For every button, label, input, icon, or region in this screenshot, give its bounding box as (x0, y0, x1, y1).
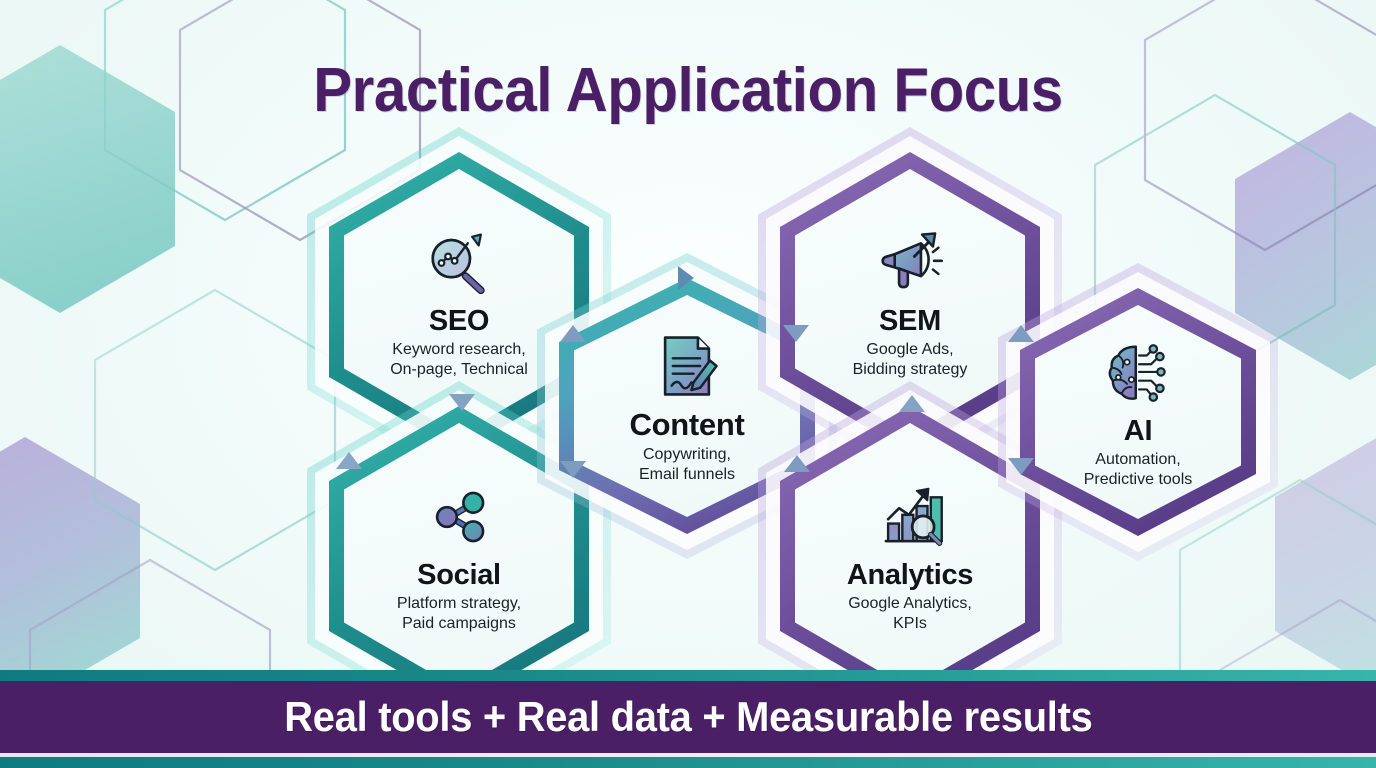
footer-bottom-rule (0, 757, 1376, 768)
document-pen-icon (663, 336, 718, 396)
arrow-seo-to-social-icon (449, 394, 475, 411)
hex-desc-analytics: Google Analytics, KPIs (848, 594, 972, 632)
hex-title-social: Social (417, 559, 501, 592)
hex-desc-content: Copywriting, Email funnels (638, 445, 736, 483)
hex-title-analytics: Analytics (846, 559, 974, 592)
footer-banner: Real tools + Real data + Measurable resu… (0, 670, 1376, 768)
arrow-ai-to-analytics-icon (1008, 458, 1034, 475)
magnifier-trend-icon (431, 233, 485, 295)
page-title: Practical Application Focus (313, 56, 1063, 125)
hex-content: AI Automation, Predictive tools (1035, 305, 1241, 519)
arrow-analytics-to-sem-icon (899, 395, 925, 412)
megaphone-arrow-icon (881, 232, 943, 289)
arrow-loop-left-icon (336, 452, 362, 469)
bg-hex-filled-bottom-right (1275, 438, 1376, 690)
bg-hex-filled-top-left (0, 45, 175, 313)
hex-desc-sem: Google Ads, Bidding strategy (852, 340, 968, 378)
arrow-content-to-analytics-icon (784, 455, 810, 472)
hex-title-sem: SEM (879, 305, 941, 338)
bg-hex-filled-top-right (1235, 112, 1376, 380)
hex-desc-ai: Automation, Predictive tools (1083, 450, 1193, 488)
hex-desc-seo: Keyword research, On-page, Technical (390, 340, 528, 378)
arrow-social-to-content-icon (560, 325, 586, 342)
bg-hex-filled-mid-left (0, 437, 140, 705)
footer-band: Real tools + Real data + Measurable resu… (0, 681, 1376, 753)
share-network-icon (435, 491, 485, 543)
footer-tagline: Real tools + Real data + Measurable resu… (283, 693, 1093, 740)
hex-desc-social: Platform strategy, Paid campaigns (396, 594, 522, 632)
bar-chart-magnifier-icon (884, 488, 943, 547)
arrow-content-to-social-icon (560, 461, 586, 478)
footer-top-rule (0, 670, 1376, 681)
footer-thin-rule (0, 753, 1376, 757)
arrow-content-to-sem-icon (783, 325, 809, 342)
hex-title-seo: SEO (428, 305, 490, 338)
hex-title-ai: AI (1123, 415, 1153, 448)
arrow-seo-to-sem-icon (678, 266, 694, 290)
hex-content: Content Copywriting, Email funnels (574, 295, 800, 517)
arrow-sem-to-ai-icon (1008, 325, 1034, 342)
brain-circuit-icon (1108, 344, 1166, 403)
hex-node-ai[interactable]: AI Automation, Predictive tools (998, 263, 1278, 561)
hex-title-content: Content (629, 407, 745, 443)
